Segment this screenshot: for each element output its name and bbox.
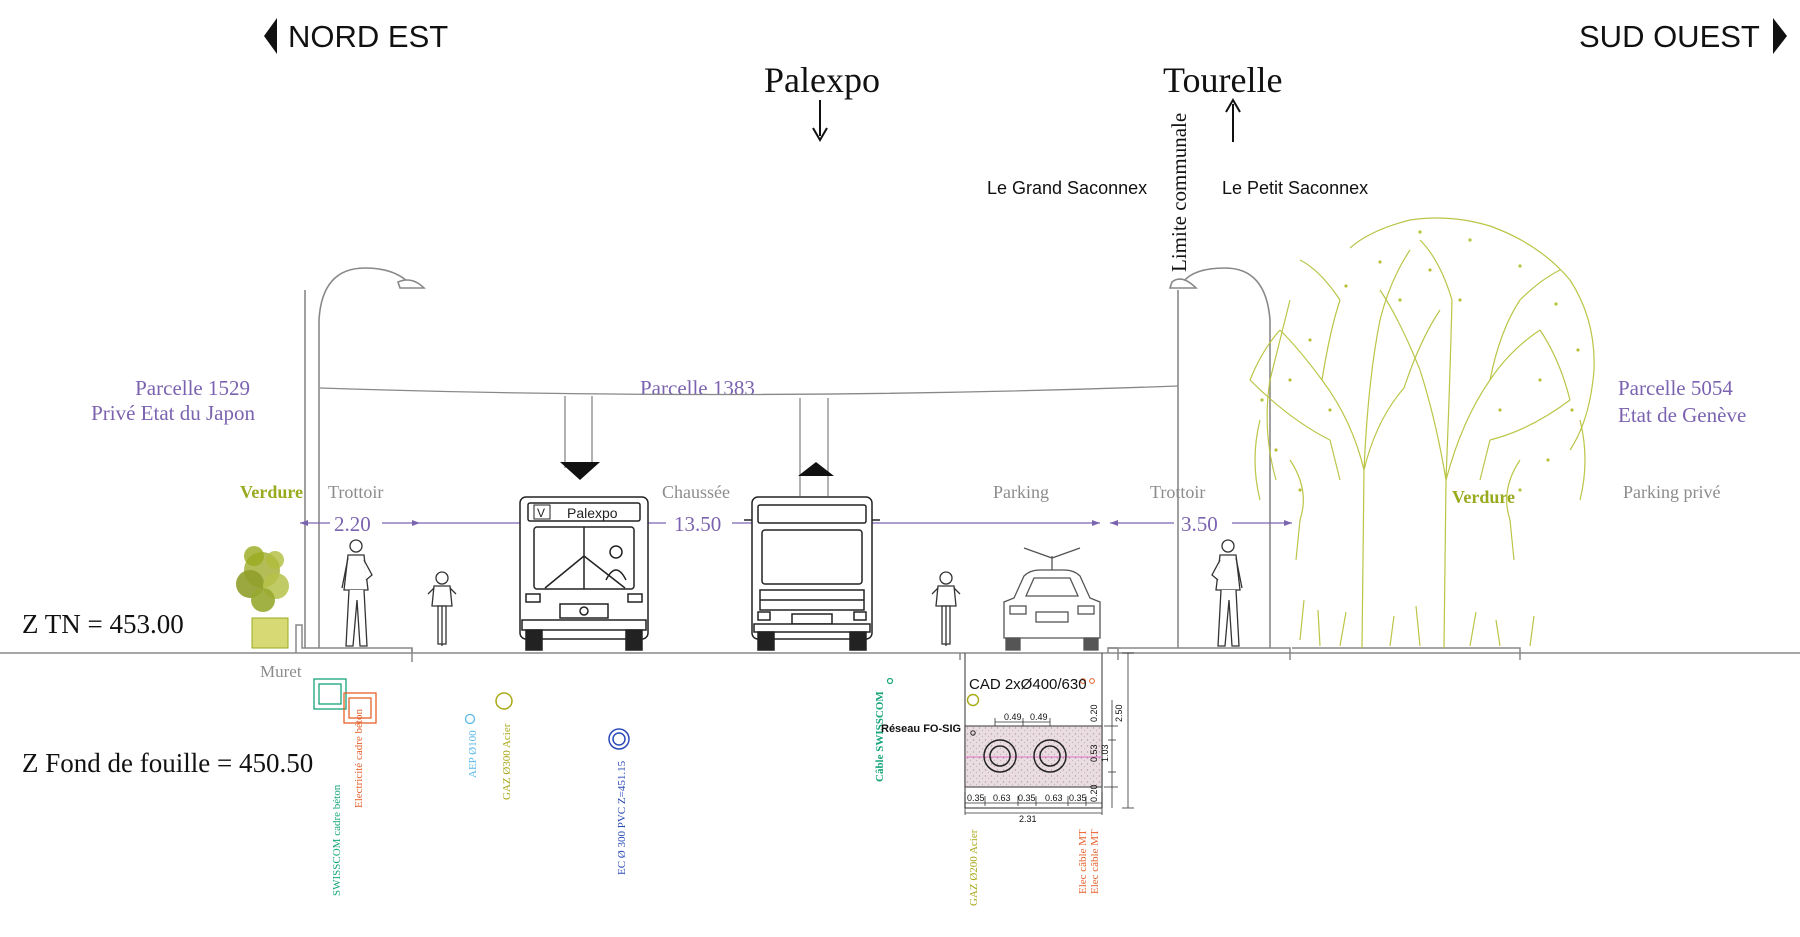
network-aep-label: AEP Ø100 <box>467 730 479 778</box>
cad-reseau-label: Réseau FO-SIG <box>881 723 961 735</box>
network-ec-label: EC Ø 300 PVC Z=451.15 <box>616 760 628 875</box>
zone-verdure-right: Verdure <box>1452 487 1515 507</box>
palexpo-label: Palexpo <box>764 60 880 100</box>
zone-chaussee: Chaussée <box>662 482 730 502</box>
cad-pipe-right-icon <box>1033 739 1067 773</box>
cad-bottom-dim-3: 0.35 <box>1018 793 1036 803</box>
cad-bottom-dim-1: 0.35 <box>967 793 985 803</box>
parcel-5054-owner: Etat de Genève <box>1618 403 1746 427</box>
cable-swisscom-icon <box>886 677 894 685</box>
zone-trottoir-right: Trottoir <box>1150 482 1205 502</box>
cad-title: CAD 2xØ400/630 <box>969 676 1087 693</box>
cad-top-dim-a: 0.49 <box>1004 712 1022 722</box>
ground-line <box>0 624 1800 662</box>
zone-parking: Parking <box>993 482 1049 502</box>
cad-bottom-dim-5: 0.35 <box>1069 793 1087 803</box>
palexpo-arrow-icon <box>812 100 828 142</box>
elec-mt-icon <box>1080 678 1095 684</box>
catenary-wire <box>319 385 1179 496</box>
bus-front <box>519 496 649 651</box>
tourelle-label: Tourelle <box>1163 60 1282 100</box>
grand-saconnex-label: Le Grand Saconnex <box>987 178 1147 198</box>
direction-left-label: NORD EST <box>288 19 448 54</box>
bus-rear <box>744 496 880 651</box>
limite-communale-label: Limite communale <box>1167 113 1191 272</box>
zone-parking-prive: Parking privé <box>1623 482 1720 502</box>
cad-dimension-lines <box>964 652 1134 815</box>
network-gaz300-label: GAZ Ø300 Acier <box>501 723 513 800</box>
network-elec-mt-2: Elec câble MT <box>1089 829 1101 894</box>
network-swisscom-label: SWISSCOM cadre béton <box>331 784 343 896</box>
zone-verdure-left: Verdure <box>240 482 303 502</box>
cyclist-right <box>931 571 961 646</box>
dimension-chaussee: 13.50 <box>674 512 721 536</box>
level-tn: Z TN = 453.00 <box>22 609 184 639</box>
parcel-1529-number: Parcelle 1529 <box>135 376 250 400</box>
traffic-down-marker <box>560 462 600 480</box>
petit-saconnex-label: Le Petit Saconnex <box>1222 178 1368 198</box>
arrow-left-icon <box>264 18 277 54</box>
electricite-duct-icon <box>343 692 377 724</box>
cad-right-dim-total: 2.50 <box>1114 704 1124 722</box>
pedestrian-right <box>1211 539 1243 647</box>
pedestrian-left <box>341 539 373 647</box>
cad-bottom-dim-2: 0.63 <box>993 793 1011 803</box>
traffic-up-marker <box>798 462 834 476</box>
dimension-trottoir-right: 3.50 <box>1181 512 1218 536</box>
network-electricite-label: Electricité cadre béton <box>353 709 365 808</box>
bus-sign-letter-box <box>533 504 551 520</box>
cad-right-dim-top: 0.20 <box>1089 704 1099 722</box>
network-elec-mt-1: Elec câble MT <box>1077 829 1089 894</box>
swisscom-duct-icon <box>313 678 347 710</box>
ec-pipe-icon <box>608 728 630 750</box>
level-fond-de-fouille: Z Fond de fouille = 450.50 <box>22 748 313 778</box>
bus-sign-text: Palexpo <box>567 505 618 521</box>
direction-left: NORD EST <box>264 18 448 54</box>
cad-bottom-dim-4: 0.63 <box>1045 793 1063 803</box>
arrow-right-icon <box>1773 18 1787 54</box>
parcel-1529-owner: Privé Etat du Japon <box>91 401 255 425</box>
bus-sign-letter: V <box>537 506 545 520</box>
direction-right-label: SUD OUEST <box>1579 19 1760 54</box>
cad-right-dim-bot: 0.20 <box>1089 784 1099 802</box>
direction-right: SUD OUEST <box>1579 18 1787 54</box>
street-lamp-left <box>304 267 426 648</box>
cad-pipe-left-icon <box>983 739 1017 773</box>
cad-right-dim-mid-a: 0.53 <box>1089 744 1099 762</box>
network-gaz200-label: GAZ Ø200 Acier <box>968 829 980 906</box>
muret-label: Muret <box>260 662 302 681</box>
cad-right-dim-mid-b: 1.03 <box>1100 744 1110 762</box>
parcel-1383-label: Parcelle 1383 <box>640 376 755 400</box>
gaz200-pipe-icon <box>966 693 980 707</box>
aep-pipe-icon <box>464 713 476 725</box>
street-lamp-right <box>1168 267 1271 648</box>
parcel-5054-number: Parcelle 5054 <box>1618 376 1733 400</box>
reseau-fo-sig-icon <box>970 730 976 736</box>
bush-left <box>236 546 289 649</box>
parked-car <box>1003 547 1101 651</box>
cyclist-left <box>427 571 457 646</box>
network-cable-swisscom-label: Câble SWISSCOM <box>874 691 886 782</box>
tree-foliage-dots <box>1260 230 1580 492</box>
cad-bottom-total: 2.31 <box>1019 814 1037 824</box>
tourelle-arrow-icon <box>1225 98 1241 142</box>
dimension-trottoir-left: 2.20 <box>334 512 371 536</box>
cad-top-dim-b: 0.49 <box>1030 712 1048 722</box>
zone-trottoir-left: Trottoir <box>328 482 383 502</box>
gaz300-pipe-icon <box>495 692 513 710</box>
tree-right <box>1249 217 1595 649</box>
